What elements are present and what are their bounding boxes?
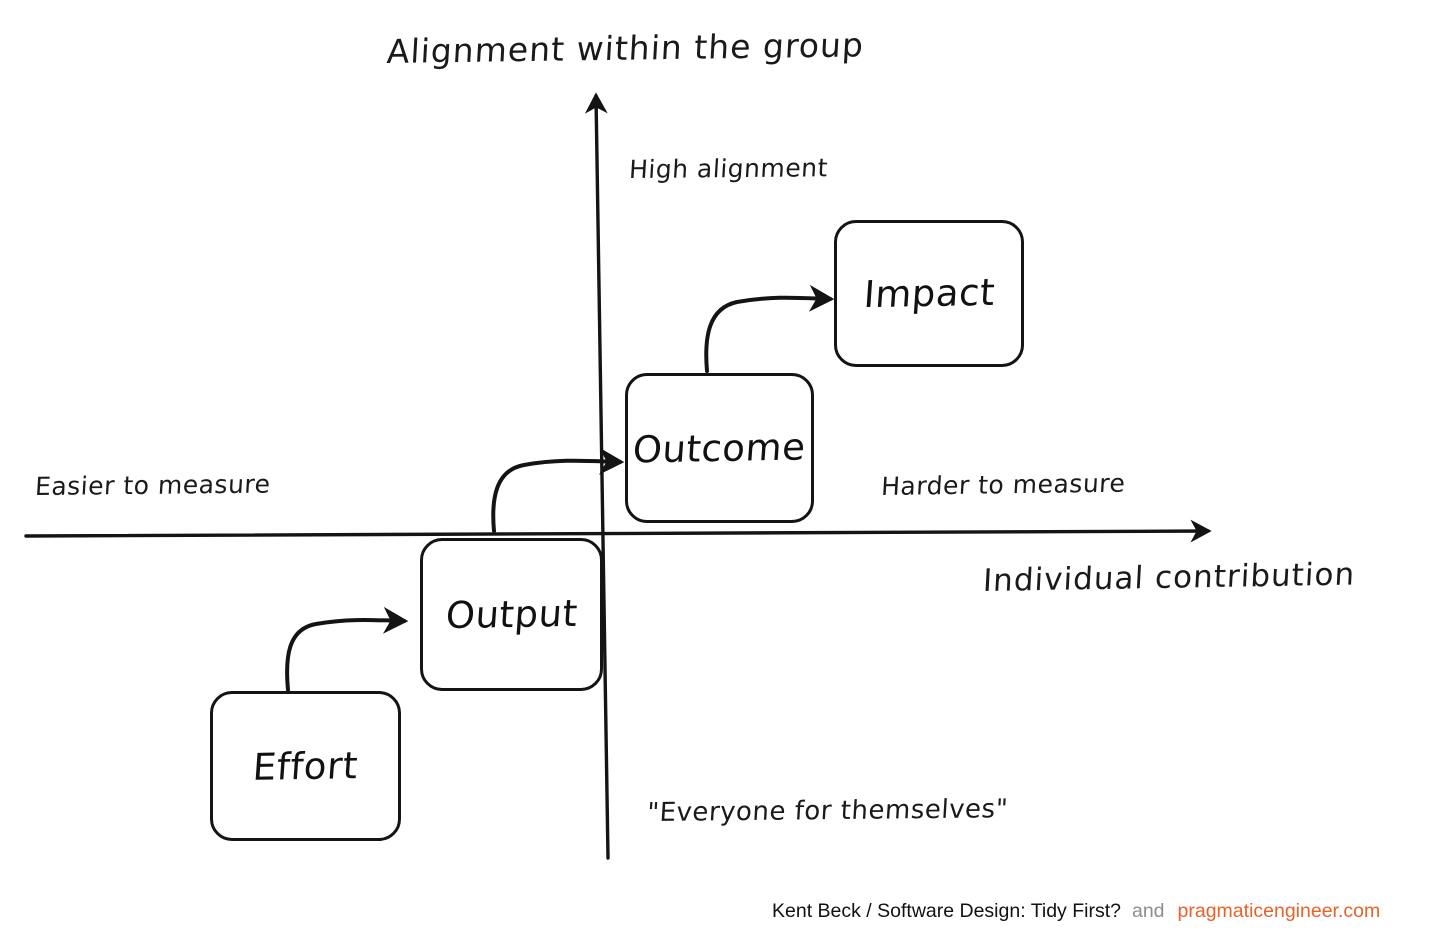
label-everyone-for-themselves: "Everyone for themselves" xyxy=(646,794,1009,828)
x-axis-label: Individual contribution xyxy=(982,556,1357,599)
footer-conjunction-text: and xyxy=(1131,900,1165,922)
node-impact-label: Impact xyxy=(861,270,997,317)
footer-credit: Kent Beck / Software Design: Tidy First?… xyxy=(772,900,1380,923)
node-outcome[interactable]: Outcome xyxy=(625,373,814,523)
label-easier-to-measure: Easier to measure xyxy=(34,469,272,501)
footer-site-link[interactable]: pragmaticengineer.com xyxy=(1177,900,1381,922)
label-harder-to-measure: Harder to measure xyxy=(880,468,1127,501)
y-axis xyxy=(584,92,610,860)
node-impact[interactable]: Impact xyxy=(834,220,1024,367)
arrow-effort-to-output xyxy=(285,606,409,692)
node-effort-label: Effort xyxy=(251,743,360,789)
arrow-outcome-to-impact xyxy=(704,284,835,373)
footer-source-text: Kent Beck / Software Design: Tidy First? xyxy=(772,900,1121,922)
node-output-label: Output xyxy=(444,591,579,638)
node-output[interactable]: Output xyxy=(420,538,603,691)
page-title: Alignment within the group xyxy=(385,25,866,71)
x-axis xyxy=(24,519,1212,543)
node-outcome-label: Outcome xyxy=(631,424,808,472)
arrow-output-to-outcome xyxy=(491,447,625,533)
node-effort[interactable]: Effort xyxy=(210,691,401,841)
label-high-alignment: High alignment xyxy=(628,153,829,184)
